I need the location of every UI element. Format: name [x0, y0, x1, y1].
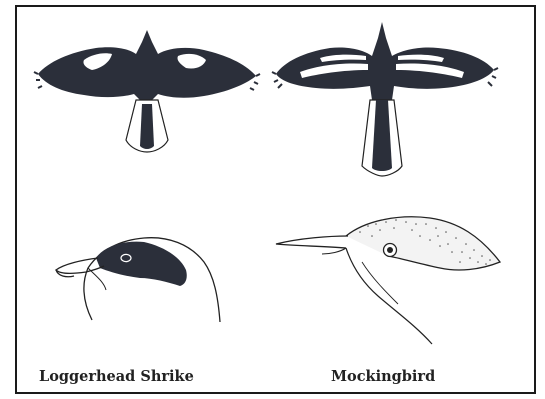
- label-mockingbird: Mockingbird: [331, 368, 435, 385]
- shrike-black-mask: [96, 242, 187, 286]
- mockingbird-head-outline: [346, 217, 500, 270]
- shrike-hooked-beak: [56, 258, 104, 273]
- mockingbird-flight-silhouette: [272, 22, 498, 176]
- mockingbird-wings: [276, 22, 494, 100]
- mockingbird-head-drawing: [276, 217, 500, 344]
- mockingbird-slender-beak: [276, 236, 348, 248]
- shrike-flight-silhouette: [34, 30, 260, 152]
- shrike-wings: [38, 30, 256, 100]
- shrike-head-drawing: [56, 238, 220, 322]
- shrike-tail-center: [140, 104, 154, 149]
- label-loggerhead-shrike: Loggerhead Shrike: [39, 368, 194, 385]
